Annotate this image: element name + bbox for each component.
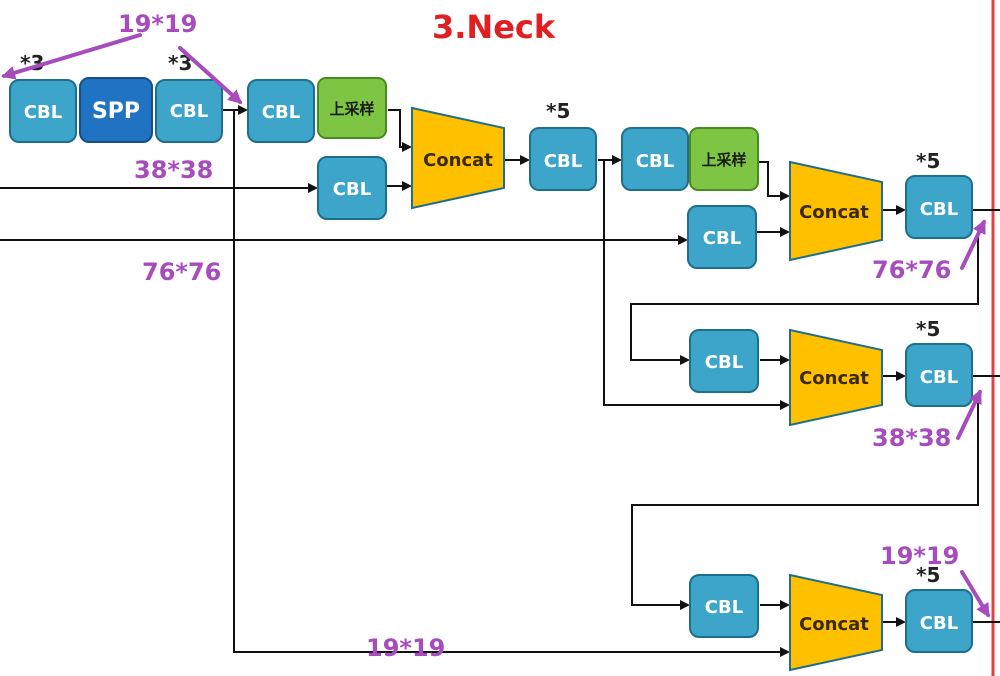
concat-4-label: Concat — [799, 614, 869, 635]
multiplier-mid-cbl: *5 — [546, 99, 570, 123]
connectors — [0, 105, 1000, 657]
neck-title: 3.Neck — [432, 8, 556, 46]
cbl-box-5-label: CBL — [544, 151, 582, 172]
cbl-box-6-label: CBL — [636, 151, 674, 172]
spp-box-label: SPP — [92, 99, 140, 124]
upsample-box-1-label: 上采样 — [329, 100, 374, 118]
upsample-box-2-label: 上采样 — [701, 151, 746, 169]
cbl-box-2-label: CBL — [170, 101, 208, 122]
out-cbl-2-label: CBL — [920, 367, 958, 388]
concat-3 — [789, 328, 883, 427]
cbl-box-8 — [689, 329, 759, 393]
annotation-arrows — [1, 33, 990, 618]
cbl-box-1-label: CBL — [24, 102, 62, 123]
multiplier-out-2: *5 — [916, 317, 940, 341]
out-cbl-1-label: CBL — [920, 199, 958, 220]
concat-2 — [789, 160, 883, 262]
cbl-box-1 — [9, 79, 77, 143]
dim-left-38: 38*38 — [134, 156, 213, 184]
dim-out-76: 76*76 — [872, 256, 951, 284]
out-cbl-2 — [905, 343, 973, 407]
concat-1-label: Concat — [423, 150, 493, 171]
dim-top-19: 19*19 — [118, 10, 197, 38]
cbl-box-4 — [317, 156, 387, 220]
concat-1 — [411, 106, 505, 210]
concat-4 — [789, 573, 883, 672]
multiplier-out-1: *5 — [916, 149, 940, 173]
cbl-box-5 — [529, 127, 597, 191]
cbl-box-4-label: CBL — [333, 179, 371, 200]
cbl-box-3 — [247, 79, 315, 143]
concat-3-label: Concat — [799, 368, 869, 389]
out-cbl-3-label: CBL — [920, 613, 958, 634]
cbl-box-3-label: CBL — [262, 102, 300, 123]
concat-2-label: Concat — [799, 202, 869, 223]
cbl-box-7-label: CBL — [703, 228, 741, 249]
spp-box — [79, 77, 153, 143]
cbl-box-2 — [155, 79, 223, 143]
dim-bottom-19: 19*19 — [366, 634, 445, 662]
out-cbl-1 — [905, 175, 973, 239]
cbl-box-8-label: CBL — [705, 352, 743, 373]
cbl-box-6 — [621, 127, 689, 191]
multiplier-out-3: *5 — [916, 563, 940, 587]
dim-out-38: 38*38 — [872, 424, 951, 452]
dim-out-19: 19*19 — [880, 542, 959, 570]
upsample-box-2 — [689, 127, 759, 191]
cbl-box-7 — [687, 205, 757, 269]
out-cbl-3 — [905, 589, 973, 653]
cbl-box-9-label: CBL — [705, 597, 743, 618]
dim-left-76: 76*76 — [142, 258, 221, 286]
upsample-box-1 — [317, 77, 387, 139]
cbl-box-9 — [689, 574, 759, 638]
